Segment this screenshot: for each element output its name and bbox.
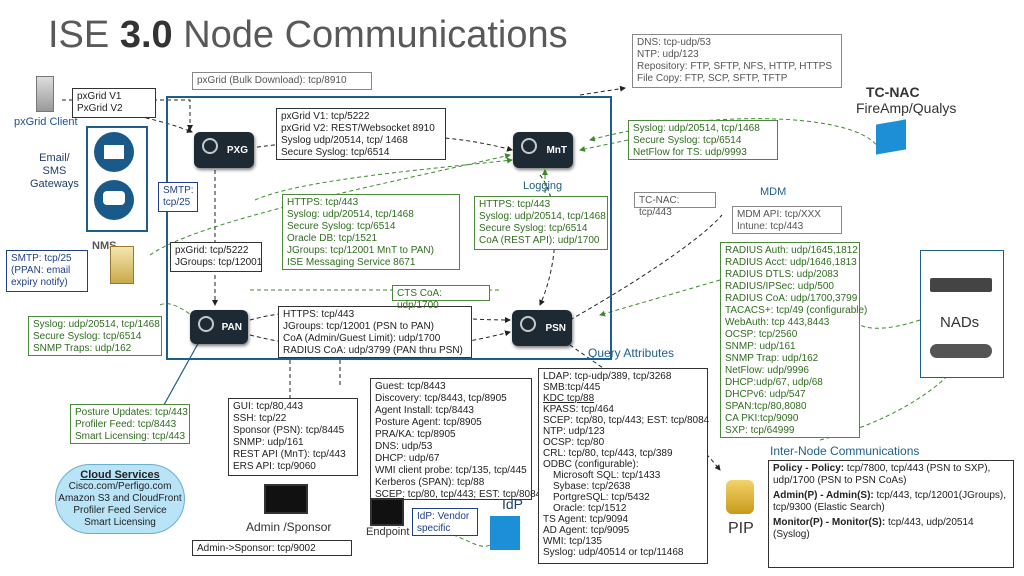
- tcnac-title: TC-NAC: [866, 84, 920, 100]
- pxgrid-client-label: pxGrid Client: [14, 116, 78, 128]
- smtp-box: SMTP:tcp/25: [158, 182, 198, 212]
- page-title: ISE 3.0 Node Communications: [48, 14, 568, 56]
- pxg-node[interactable]: PXG: [194, 132, 254, 168]
- pan-node[interactable]: PAN: [190, 310, 248, 344]
- server-icon: [36, 76, 54, 112]
- mdm-label: MDM: [760, 186, 787, 198]
- admin-sponsor-box: Admin->Sponsor: tcp/9002: [192, 540, 352, 556]
- sms-icon: [94, 180, 134, 220]
- laptop-icon: [264, 484, 308, 514]
- idp-label: IdP: [502, 496, 524, 512]
- endpoint-laptop-icon: [370, 498, 404, 526]
- database-icon: [726, 480, 754, 514]
- fingerprint-icon: [202, 138, 218, 154]
- router-icon: [930, 344, 992, 358]
- fingerprint-icon: [198, 316, 214, 332]
- policy-box: Policy - Policy: tcp/7800, tcp/443 (PSN …: [768, 460, 1014, 568]
- query-attributes-label: Query Attributes: [588, 346, 675, 360]
- bulk-download-box: pxGrid (Bulk Download): tcp/8910: [192, 72, 372, 90]
- fingerprint-icon: [521, 138, 537, 154]
- psn-node[interactable]: PSN: [512, 310, 572, 346]
- admin-sponsor-label: Admin /Sponsor: [246, 520, 332, 534]
- idp-cube-icon: [490, 516, 520, 550]
- nms-server-icon: [110, 246, 134, 284]
- tcnac-sub: FireAmp/Qualys: [856, 100, 957, 116]
- endpoint-label: Endpoint: [366, 526, 410, 538]
- logging-label: Logging: [523, 180, 563, 192]
- nads-label: NADs: [940, 314, 980, 331]
- mnt-node[interactable]: MnT: [513, 132, 573, 168]
- switch-icon: [930, 278, 992, 292]
- email-icon: [94, 132, 134, 172]
- cts-coa-box: CTS CoA: udp/1700: [392, 285, 490, 311]
- pip-label: PIP: [728, 520, 754, 537]
- shield-cube-icon: [876, 119, 906, 155]
- fingerprint-icon: [520, 316, 536, 332]
- ise-deployment-frame: [166, 96, 612, 360]
- tcnac-box: TC-NAC: tcp/443: [634, 192, 716, 218]
- inter-node-label: Inter-Node Communications: [770, 444, 920, 458]
